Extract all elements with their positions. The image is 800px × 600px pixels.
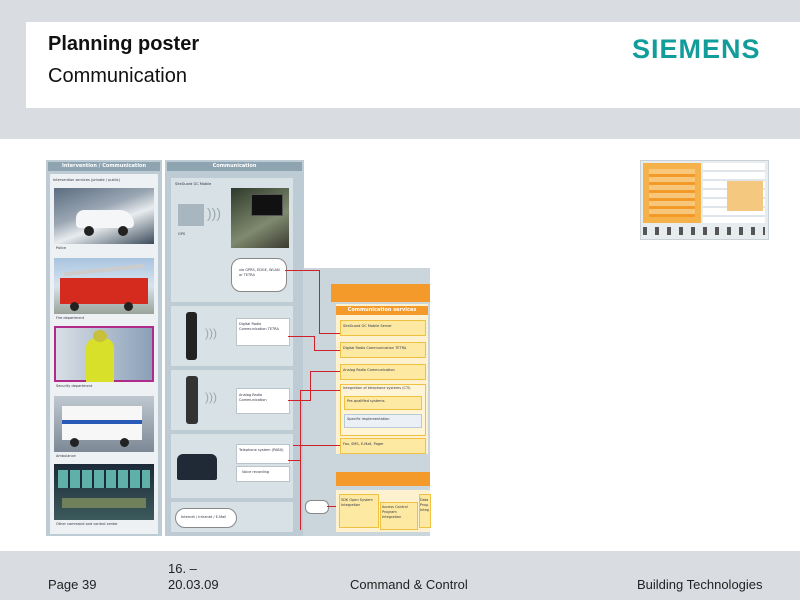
voice-recording-label: Voice recording [242,470,270,474]
connection-line [319,333,340,334]
service-box-2 [340,342,426,358]
poster-thumbnail[interactable] [640,160,769,240]
gps-label: GPS [178,232,186,236]
cloud-label: via GPRS, EDGE, WLAN or TETRA [239,268,280,277]
page-title: Planning poster [48,33,200,55]
fire-truck-photo [54,258,154,314]
digital-radio-box [236,318,290,346]
service-2-label: Digital Radio Communication TETRA [343,346,407,350]
internet-cloud [175,508,237,528]
desk-phone-icon [177,454,217,480]
bottom-item-2: Access Control Program Integration [382,505,408,519]
service-sub-box-1 [344,396,422,410]
footer-date-line1: 16. – [168,561,197,576]
internet-label: Internet / Intranet / E-Mail [181,515,227,519]
page-subtitle: Communication [48,65,187,87]
service-1-label: SiteGuard GC Mobile Server [343,324,392,328]
page-number: Page 39 [48,577,97,592]
footer-date-line2: 20.03.09 [168,577,219,592]
signal-icon: ))) [205,390,217,404]
signal-icon: ))) [207,205,221,221]
bottom-orange-bar [336,472,430,486]
service-6-label: Specific implementation [347,417,390,421]
footer-band [0,551,800,600]
bottom-item-1: SDK Open System Integration [341,498,373,507]
digital-radio-label: Digital Radio Communication TETRA [239,322,279,331]
service-sub-box-2 [344,414,422,428]
voice-recording-box [236,466,290,482]
connection-line [288,400,310,401]
laptop-in-car-photo [231,188,289,248]
services-header: Communication services [336,306,428,315]
analog-radio-box [236,388,290,414]
service-5-label: Pre-qualified systems [347,399,385,403]
bottom-box-3 [419,494,431,528]
analog-radio-icon [186,376,198,424]
footer-right-text: Building Technologies [637,577,763,592]
connection-line [285,270,320,271]
mobile-panel-label: SiteGuard GC Mobile [175,182,212,186]
service-box-3 [340,364,426,380]
connection-line [300,390,301,530]
title-panel [26,22,800,108]
service-3-label: Analog Radio Communication [343,368,395,372]
left-column-header: Intervention / Communication [48,162,160,171]
security-photo [54,326,154,382]
footer-center-text: Command & Control [350,577,468,592]
connection-line [314,336,315,350]
ambulance-photo [54,396,154,452]
bottom-box-2 [380,502,418,530]
network-cloud [231,258,287,292]
service-box-4 [340,384,426,436]
connection-line [327,506,336,507]
security-label: Security department [56,384,93,388]
connection-line [319,270,320,334]
service-box-1 [340,320,426,336]
connection-line [293,445,340,446]
service-4-label: Integration of telephone systems (CTI) [343,386,411,390]
police-label: Police [56,246,67,250]
service-7-label: Fax, SMS, E-Mail, Pager [343,442,384,446]
analog-radio-label: Analog Radio Communication [239,393,267,402]
connection-line [300,390,340,391]
telephone-box [236,444,290,464]
signal-icon: ))) [205,326,217,340]
left-column-subheader: Intervention services (private / public) [53,178,120,182]
connection-line [314,350,340,351]
connection-line [310,371,340,372]
right-orange-bar [331,284,430,302]
tetra-radio-icon [186,312,197,360]
connection-line [310,371,311,401]
fire-label: Fire department [56,316,85,320]
small-cloud [305,500,329,514]
bottom-item-3: Data Prog. Integ. [420,498,429,512]
connection-line [288,460,300,461]
control-center-label: Other command and control center [56,522,118,526]
gps-satellite-icon [178,204,204,226]
ambulance-label: Ambulance [56,454,76,458]
telephone-label: Telephone system (PABX) [239,448,284,452]
police-photo [54,188,154,244]
siemens-logo: SIEMENS [632,34,761,64]
middle-column-header: Communication [167,162,302,171]
control-center-photo [54,464,154,520]
service-box-7 [340,438,426,454]
connection-line [288,336,314,337]
bottom-box-1 [339,494,379,528]
